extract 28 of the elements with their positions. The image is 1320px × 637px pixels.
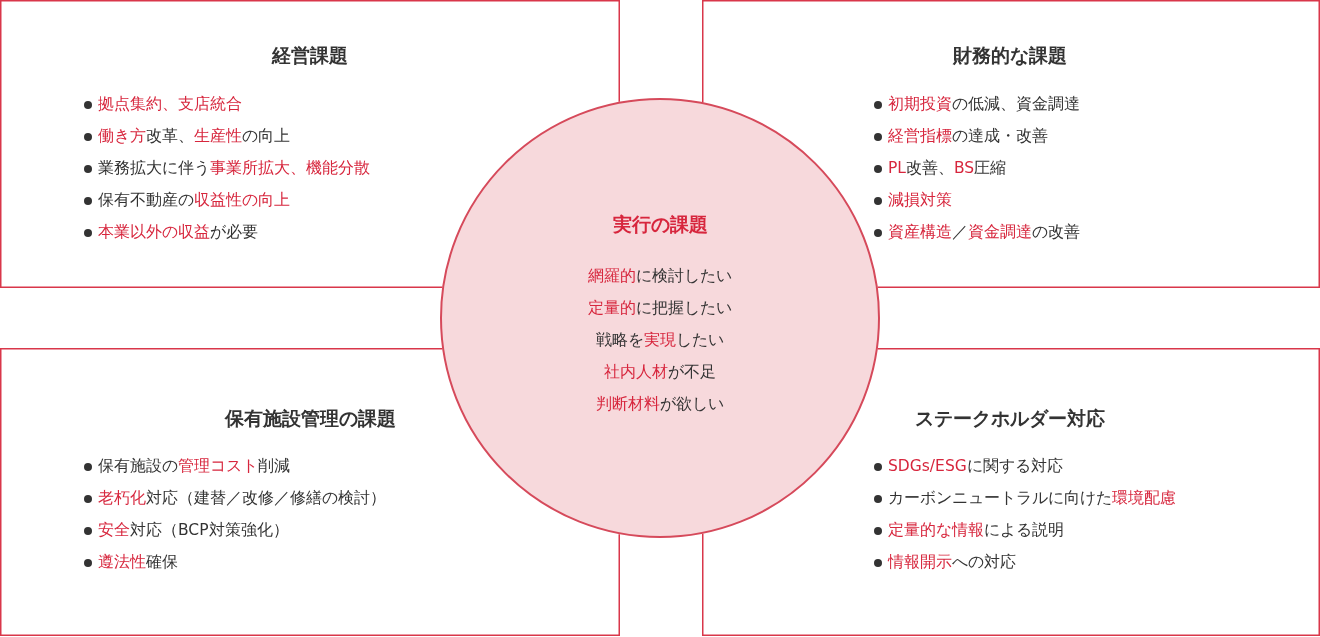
- bullet-item: SDGs/ESGに関する対応: [888, 456, 1063, 477]
- bullet-item: 経営指標の達成・改善: [888, 126, 1048, 147]
- box-heading: 経営課題: [272, 43, 348, 68]
- bullet-item: 老朽化対応（建替／改修／修繕の検討）: [98, 488, 386, 509]
- circle-text: 定量的に把握したい: [588, 298, 732, 319]
- bullet-item: 安全対応（BCP対策強化）: [98, 520, 289, 541]
- bullet-item: 保有施設の管理コスト削減: [98, 456, 290, 477]
- bullet-item: 減損対策: [888, 190, 952, 211]
- circle-heading: 実行の課題: [612, 212, 708, 237]
- bullet-item: 情報開示への対応: [888, 552, 1016, 573]
- bullet-item: 拠点集約、支店統合: [98, 94, 242, 115]
- bullet-item: カーボンニュートラルに向けた環境配慮: [888, 488, 1176, 509]
- circle-text: 判断材料が欲しい: [596, 394, 724, 415]
- circle-text: 網羅的に検討したい: [588, 266, 732, 287]
- box-heading: 財務的な課題: [953, 43, 1067, 68]
- bullet-item: 働き方改革、生産性の向上: [98, 126, 290, 147]
- bullet-item: 初期投資の低減、資金調達: [888, 94, 1080, 115]
- bullet-item: 資産構造／資金調達の改善: [888, 222, 1080, 243]
- bullet-item: 業務拡大に伴う事業所拡大、機能分散: [98, 158, 370, 179]
- circle-text: 戦略を実現したい: [596, 330, 724, 351]
- bullet-item: 保有不動産の収益性の向上: [98, 190, 290, 211]
- box-heading: ステークホルダー対応: [915, 406, 1105, 431]
- bullet-item: PL改善、BS圧縮: [888, 158, 1007, 179]
- bullet-item: 遵法性確保: [98, 552, 178, 573]
- bullet-item: 本業以外の収益が必要: [98, 222, 258, 243]
- circle-text: 社内人材が不足: [604, 362, 716, 383]
- box-heading: 保有施設管理の課題: [224, 406, 396, 431]
- bullet-item: 定量的な情報による説明: [888, 520, 1064, 541]
